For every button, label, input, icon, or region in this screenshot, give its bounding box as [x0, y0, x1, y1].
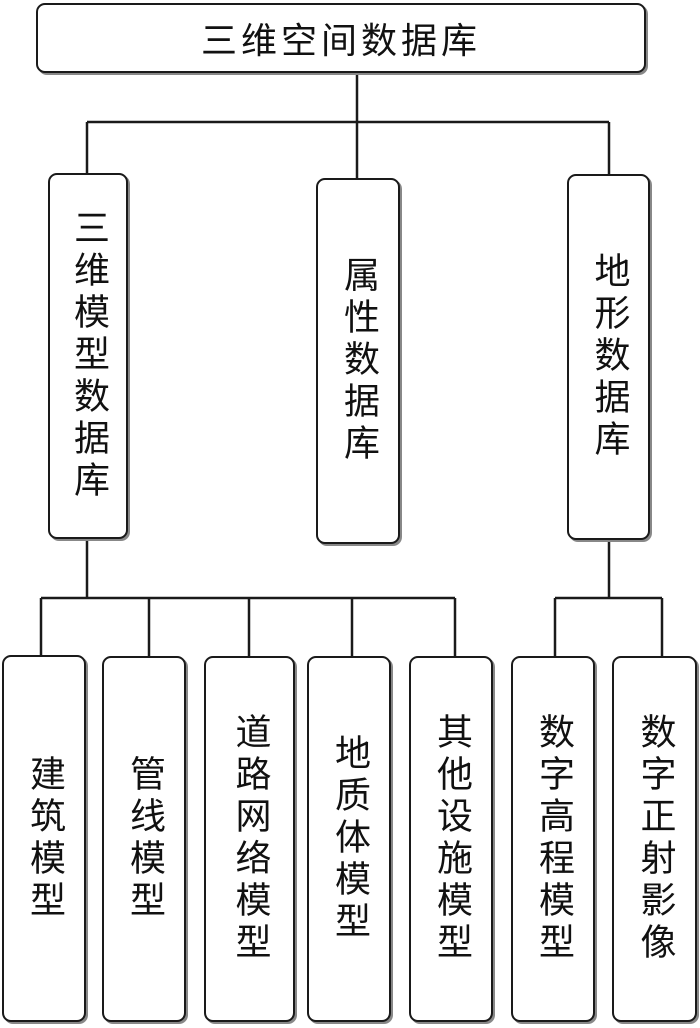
pipeline-model-node: 管线模型 — [102, 656, 186, 1022]
terrain-database-node: 地形数据库 — [567, 174, 650, 540]
building-model-label: 建筑模型 — [24, 754, 65, 923]
geology-model-label: 地质体模型 — [329, 734, 370, 944]
other-facility-model-label: 其他设施模型 — [431, 713, 472, 965]
other-facility-model-node: 其他设施模型 — [409, 656, 493, 1022]
geology-model-node: 地质体模型 — [307, 656, 391, 1022]
digital-orthophoto-node: 数字正射影像 — [612, 656, 697, 1022]
3d-model-database-node: 三维模型数据库 — [48, 173, 128, 539]
pipeline-model-label: 管线模型 — [124, 755, 165, 923]
3d-model-database-label: 三维模型数据库 — [68, 209, 109, 503]
building-model-node: 建筑模型 — [2, 655, 86, 1022]
attribute-database-label: 属性数据库 — [338, 256, 379, 466]
digital-orthophoto-label: 数字正射影像 — [634, 713, 676, 965]
road-network-model-node: 道路网络模型 — [204, 656, 295, 1022]
digital-elevation-model-node: 数字高程模型 — [511, 656, 595, 1022]
digital-elevation-model-label: 数字高程模型 — [533, 713, 574, 965]
road-network-model-label: 道路网络模型 — [229, 713, 271, 965]
attribute-database-node: 属性数据库 — [316, 178, 400, 544]
root-node-label: 三维空间数据库 — [200, 21, 481, 62]
root-node: 三维空间数据库 — [36, 3, 646, 73]
terrain-database-label: 地形数据库 — [588, 252, 630, 462]
